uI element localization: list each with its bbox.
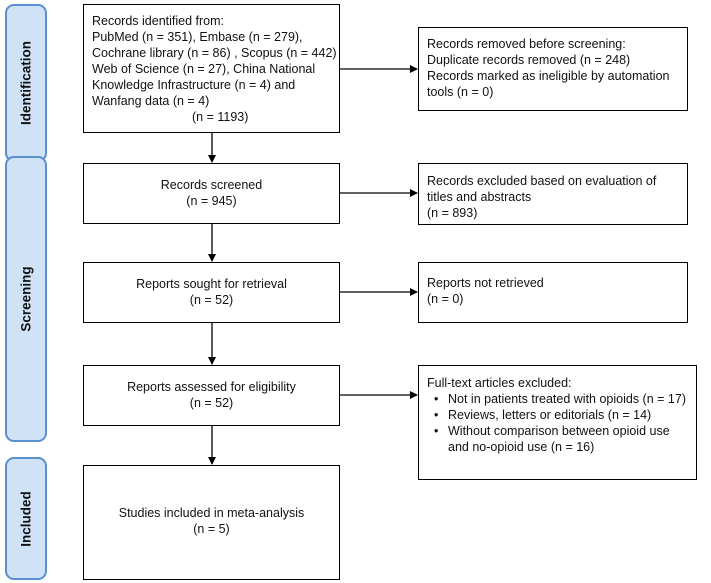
- reports-assessed-title: Reports assessed for eligibility: [127, 380, 296, 394]
- reports-assessed-count: (n = 52): [189, 396, 234, 410]
- records-identified-line: PubMed (n = 351), Embase (n = 279),: [92, 30, 303, 44]
- exclusion-reason: • Not in patients treated with opioids (…: [427, 391, 692, 407]
- records-identified-count: (n = 1193): [192, 110, 249, 124]
- records-screened-title: Records screened: [160, 178, 263, 192]
- reports-not-retrieved-count: (n = 0): [427, 292, 464, 306]
- exclusion-reason: • Without comparison between opioid use …: [427, 423, 692, 455]
- phase-tab-screening: Screening: [5, 156, 47, 442]
- fulltext-excluded-box: Full-text articles excluded: • Not in pa…: [418, 365, 697, 480]
- phase-tab-included: Included: [5, 457, 47, 580]
- reports-sought-box: Reports sought for retrieval (n = 52): [83, 262, 340, 323]
- exclusion-reason: • Reviews, letters or editorials (n = 14…: [427, 407, 692, 423]
- reports-sought-title: Reports sought for retrieval: [136, 277, 287, 291]
- records-excluded-line: Records excluded based on evaluation of: [427, 174, 657, 188]
- studies-included-box: Studies included in meta-analysis (n = 5…: [83, 465, 340, 580]
- reports-assessed-box: Reports assessed for eligibility (n = 52…: [83, 365, 340, 426]
- reports-not-retrieved-box: Reports not retrieved (n = 0): [418, 262, 688, 323]
- bullet-icon: •: [434, 408, 439, 422]
- records-removed-line: tools (n = 0): [427, 85, 494, 99]
- fulltext-excluded-title: Full-text articles excluded:: [427, 376, 572, 390]
- phase-tab-identification: Identification: [5, 4, 47, 162]
- records-removed-line: Duplicate records removed (n = 248): [427, 53, 631, 67]
- studies-included-count: (n = 5): [193, 522, 230, 536]
- records-screened-count: (n = 945): [186, 194, 237, 208]
- exclusion-reason-text: Not in patients treated with opioids (n …: [448, 392, 686, 406]
- fulltext-excluded-reasons: • Not in patients treated with opioids (…: [427, 391, 692, 455]
- records-identified-line: Wanfang data (n = 4): [92, 94, 210, 108]
- records-identified-line: Records identified from:: [92, 14, 225, 28]
- exclusion-reason-text: Without comparison between opioid use: [448, 424, 670, 438]
- exclusion-reason-text: and no-opioid use (n = 16): [448, 440, 595, 454]
- exclusion-reason-text: Reviews, letters or editorials (n = 14): [448, 408, 652, 422]
- records-identified-line: Knowledge Infrastructure (n = 4) and: [92, 78, 296, 92]
- records-excluded-box: Records excluded based on evaluation of …: [418, 163, 688, 225]
- records-removed-line: Records marked as ineligible by automati…: [427, 69, 670, 83]
- records-removed-box: Records removed before screening: Duplic…: [418, 27, 688, 111]
- records-identified-line: Web of Science (n = 27), China National: [92, 62, 316, 76]
- bullet-icon: •: [434, 424, 439, 438]
- bullet-icon: •: [434, 392, 439, 406]
- reports-sought-count: (n = 52): [189, 293, 234, 307]
- records-removed-line: Records removed before screening:: [427, 37, 626, 51]
- studies-included-title: Studies included in meta-analysis: [118, 506, 305, 520]
- reports-not-retrieved-title: Reports not retrieved: [427, 276, 544, 290]
- records-identified-box: Records identified from: PubMed (n = 351…: [83, 4, 340, 133]
- records-excluded-line: (n = 893): [427, 206, 478, 220]
- records-screened-box: Records screened (n = 945): [83, 163, 340, 224]
- records-identified-line: Cochrane library (n = 86) , Scopus (n = …: [92, 46, 337, 60]
- records-excluded-line: titles and abstracts: [427, 190, 532, 204]
